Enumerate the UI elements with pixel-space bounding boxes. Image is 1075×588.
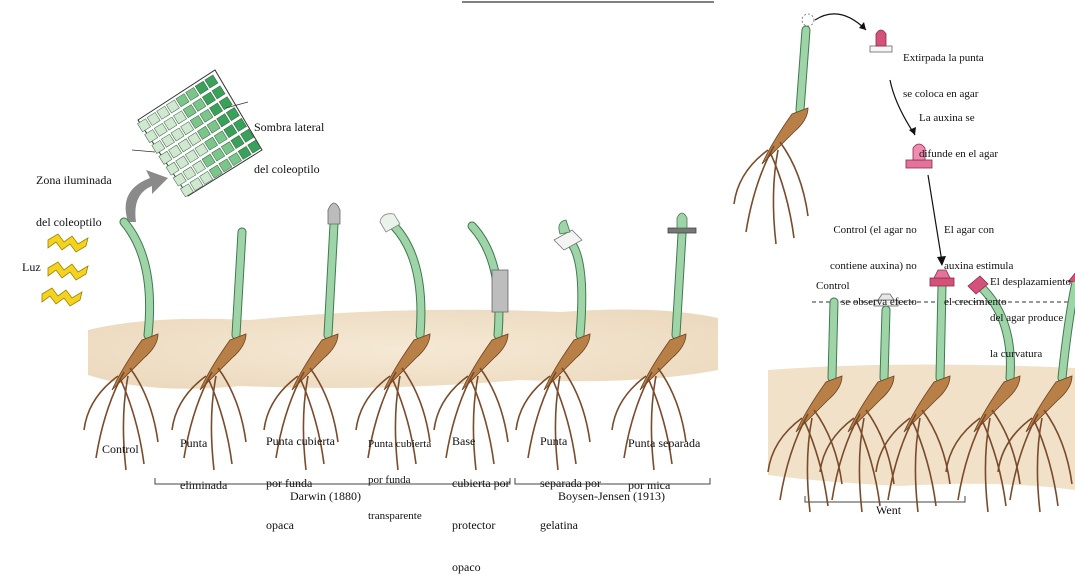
- illuminated-zone-line1: Zona iluminada: [36, 173, 112, 187]
- gelatin-tip: [559, 220, 570, 234]
- exp-label-transparent-cap: Punta cubierta por funda transparente: [368, 414, 431, 534]
- phototropism-diagram: Luz Zona iluminada del coleoptilo Sombra…: [0, 0, 1075, 517]
- exp-label-line: Base: [452, 434, 510, 448]
- root: [746, 146, 774, 232]
- exp-label-line: Punta cubierta: [266, 434, 335, 448]
- exp-label-line: eliminada: [180, 478, 227, 492]
- exp-label-line: opaca: [266, 518, 335, 532]
- excised-tip-marker: [802, 14, 814, 26]
- exp-label-line: opaco: [452, 560, 510, 574]
- exp-label-line: Punta cubierta: [368, 438, 431, 450]
- opaque-sleeve: [492, 270, 508, 312]
- control-note-line3: se observa efecto: [830, 296, 917, 308]
- exp-label-line: transparente: [368, 510, 431, 522]
- exp-label-line: Punta: [180, 436, 227, 450]
- exp-label-line: por funda: [368, 474, 431, 486]
- root: [734, 150, 768, 204]
- coleoptile-went-plain-agar: [884, 310, 886, 378]
- opaque-cap: [328, 203, 340, 224]
- exp-label-line: cubierta por: [452, 476, 510, 490]
- leader-illuminated: [132, 150, 155, 152]
- zoom-arrow-icon: [126, 170, 168, 222]
- excised-tip-on-agar: [870, 30, 892, 52]
- illuminated-zone-label: Zona iluminada del coleoptilo: [36, 145, 112, 243]
- exp-label-line: Punta separada: [628, 436, 700, 450]
- mica-plate: [668, 228, 696, 233]
- root: [780, 142, 808, 216]
- exp-label-line: gelatina: [540, 518, 601, 532]
- control-note-line2: contiene auxina) no: [830, 260, 917, 272]
- displacement-note: El desplazamiento del agar produce la cu…: [990, 252, 1071, 372]
- group-label-darwin: Darwin (1880): [290, 489, 361, 503]
- light-arrows-icon: [42, 234, 88, 306]
- control-note: Control (el agar no contiene auxina) no …: [830, 200, 917, 320]
- control-note-line1: Control (el agar no: [830, 224, 917, 236]
- exp-label-line: protector: [452, 518, 510, 532]
- displacement-note-line3: la curvatura: [990, 348, 1071, 360]
- step2-line1: La auxina se: [919, 112, 998, 124]
- group-label-went: Went: [876, 503, 901, 517]
- stimulus-note-line1: El agar con: [944, 224, 1013, 236]
- exp-label-line: por funda: [266, 476, 335, 490]
- displacement-note-line2: del agar produce: [990, 312, 1071, 324]
- exp-label-line: separada por: [540, 476, 601, 490]
- mica-tip: [677, 213, 687, 228]
- illuminated-zone-line2: del coleoptilo: [36, 215, 112, 229]
- step1-line1: Extirpada la punta: [903, 52, 984, 64]
- shadow-side-line2: del coleoptilo: [254, 162, 324, 176]
- shadow-side-line1: Sombra lateral: [254, 120, 324, 134]
- arrow-step1: [815, 14, 866, 30]
- step2-line2: difunde en el agar: [919, 148, 998, 160]
- exp-label-gelatin: Punta separada por gelatina: [540, 406, 601, 546]
- right-top-plant: [734, 30, 808, 244]
- left-soil: [88, 310, 718, 389]
- coleoptile-went-auxin: [940, 286, 942, 378]
- step2-label: La auxina se difunde en el agar: [919, 88, 998, 172]
- went-bracket: [805, 496, 965, 502]
- exp-label-control: Control: [102, 414, 139, 470]
- right-control-label: Control: [816, 280, 850, 292]
- shadow-side-label: Sombra lateral del coleoptilo: [254, 92, 324, 190]
- arrow-step1-head: [859, 22, 866, 30]
- exp-label-line: Control: [102, 442, 139, 456]
- exp-label-base-covered: Base cubierta por protector opaco: [452, 406, 510, 588]
- displacement-note-line1: El desplazamiento: [990, 276, 1071, 288]
- exp-label-tip-removed: Punta eliminada: [180, 408, 227, 506]
- exp-label-opaque-cap: Punta cubierta por funda opaca: [266, 406, 335, 546]
- arrow-step3: [928, 175, 942, 262]
- exp-label-line: Punta: [540, 434, 601, 448]
- group-label-boysen-jensen: Boysen-Jensen (1913): [558, 489, 665, 503]
- light-label: Luz: [22, 260, 41, 274]
